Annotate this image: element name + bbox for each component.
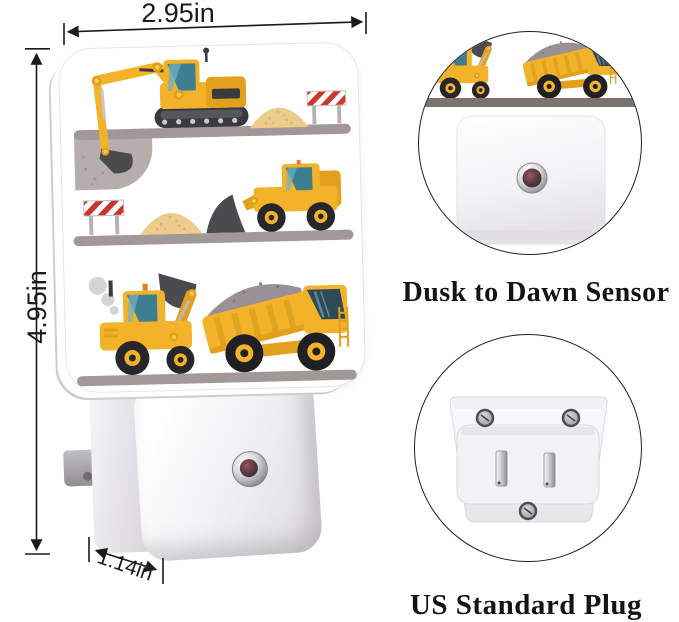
traffic-barrier-icon: [306, 90, 347, 125]
plug-face-plate: [456, 424, 600, 505]
screws: [475, 408, 581, 521]
excavator-icon: [89, 45, 252, 176]
height-dimension-label: 4.95in: [22, 270, 52, 344]
plug-caption: US Standard Plug: [409, 589, 642, 621]
plug-detail-inset: [414, 334, 642, 562]
construction-scene-illustration: [73, 45, 357, 387]
ground-strip-3: [76, 369, 357, 387]
plug-prong-icon: [495, 450, 508, 487]
plug-inset-art: [449, 396, 608, 523]
sand-mound-icon: [139, 212, 203, 235]
night-light-front-panel: [57, 41, 367, 394]
plug-front-face: [132, 373, 324, 563]
sensor-caption: Dusk to Dawn Sensor: [402, 277, 670, 308]
dirt-pile: [206, 194, 246, 234]
sensor-detail-inset: [418, 31, 642, 255]
dump-truck-icon: [194, 269, 351, 375]
night-light-plug-body: [57, 373, 333, 572]
smoke-puffs: [88, 276, 119, 315]
sand-mound-icon: [249, 106, 309, 129]
plug-prong-icon: [543, 452, 556, 488]
front-loader-icon: [429, 34, 493, 100]
road-line: [419, 98, 641, 107]
pit-speckles: [82, 155, 105, 186]
ground-strip-1: [73, 123, 351, 141]
traffic-barrier-icon: [83, 199, 125, 236]
dump-truck-icon: [518, 34, 617, 100]
width-dimension-label: 2.95in: [141, 0, 215, 28]
front-loader-icon: [96, 270, 201, 378]
wheel-loader-icon: [241, 158, 343, 233]
sensor-inset-art: [419, 34, 641, 245]
ground-strip-2: [73, 229, 354, 247]
